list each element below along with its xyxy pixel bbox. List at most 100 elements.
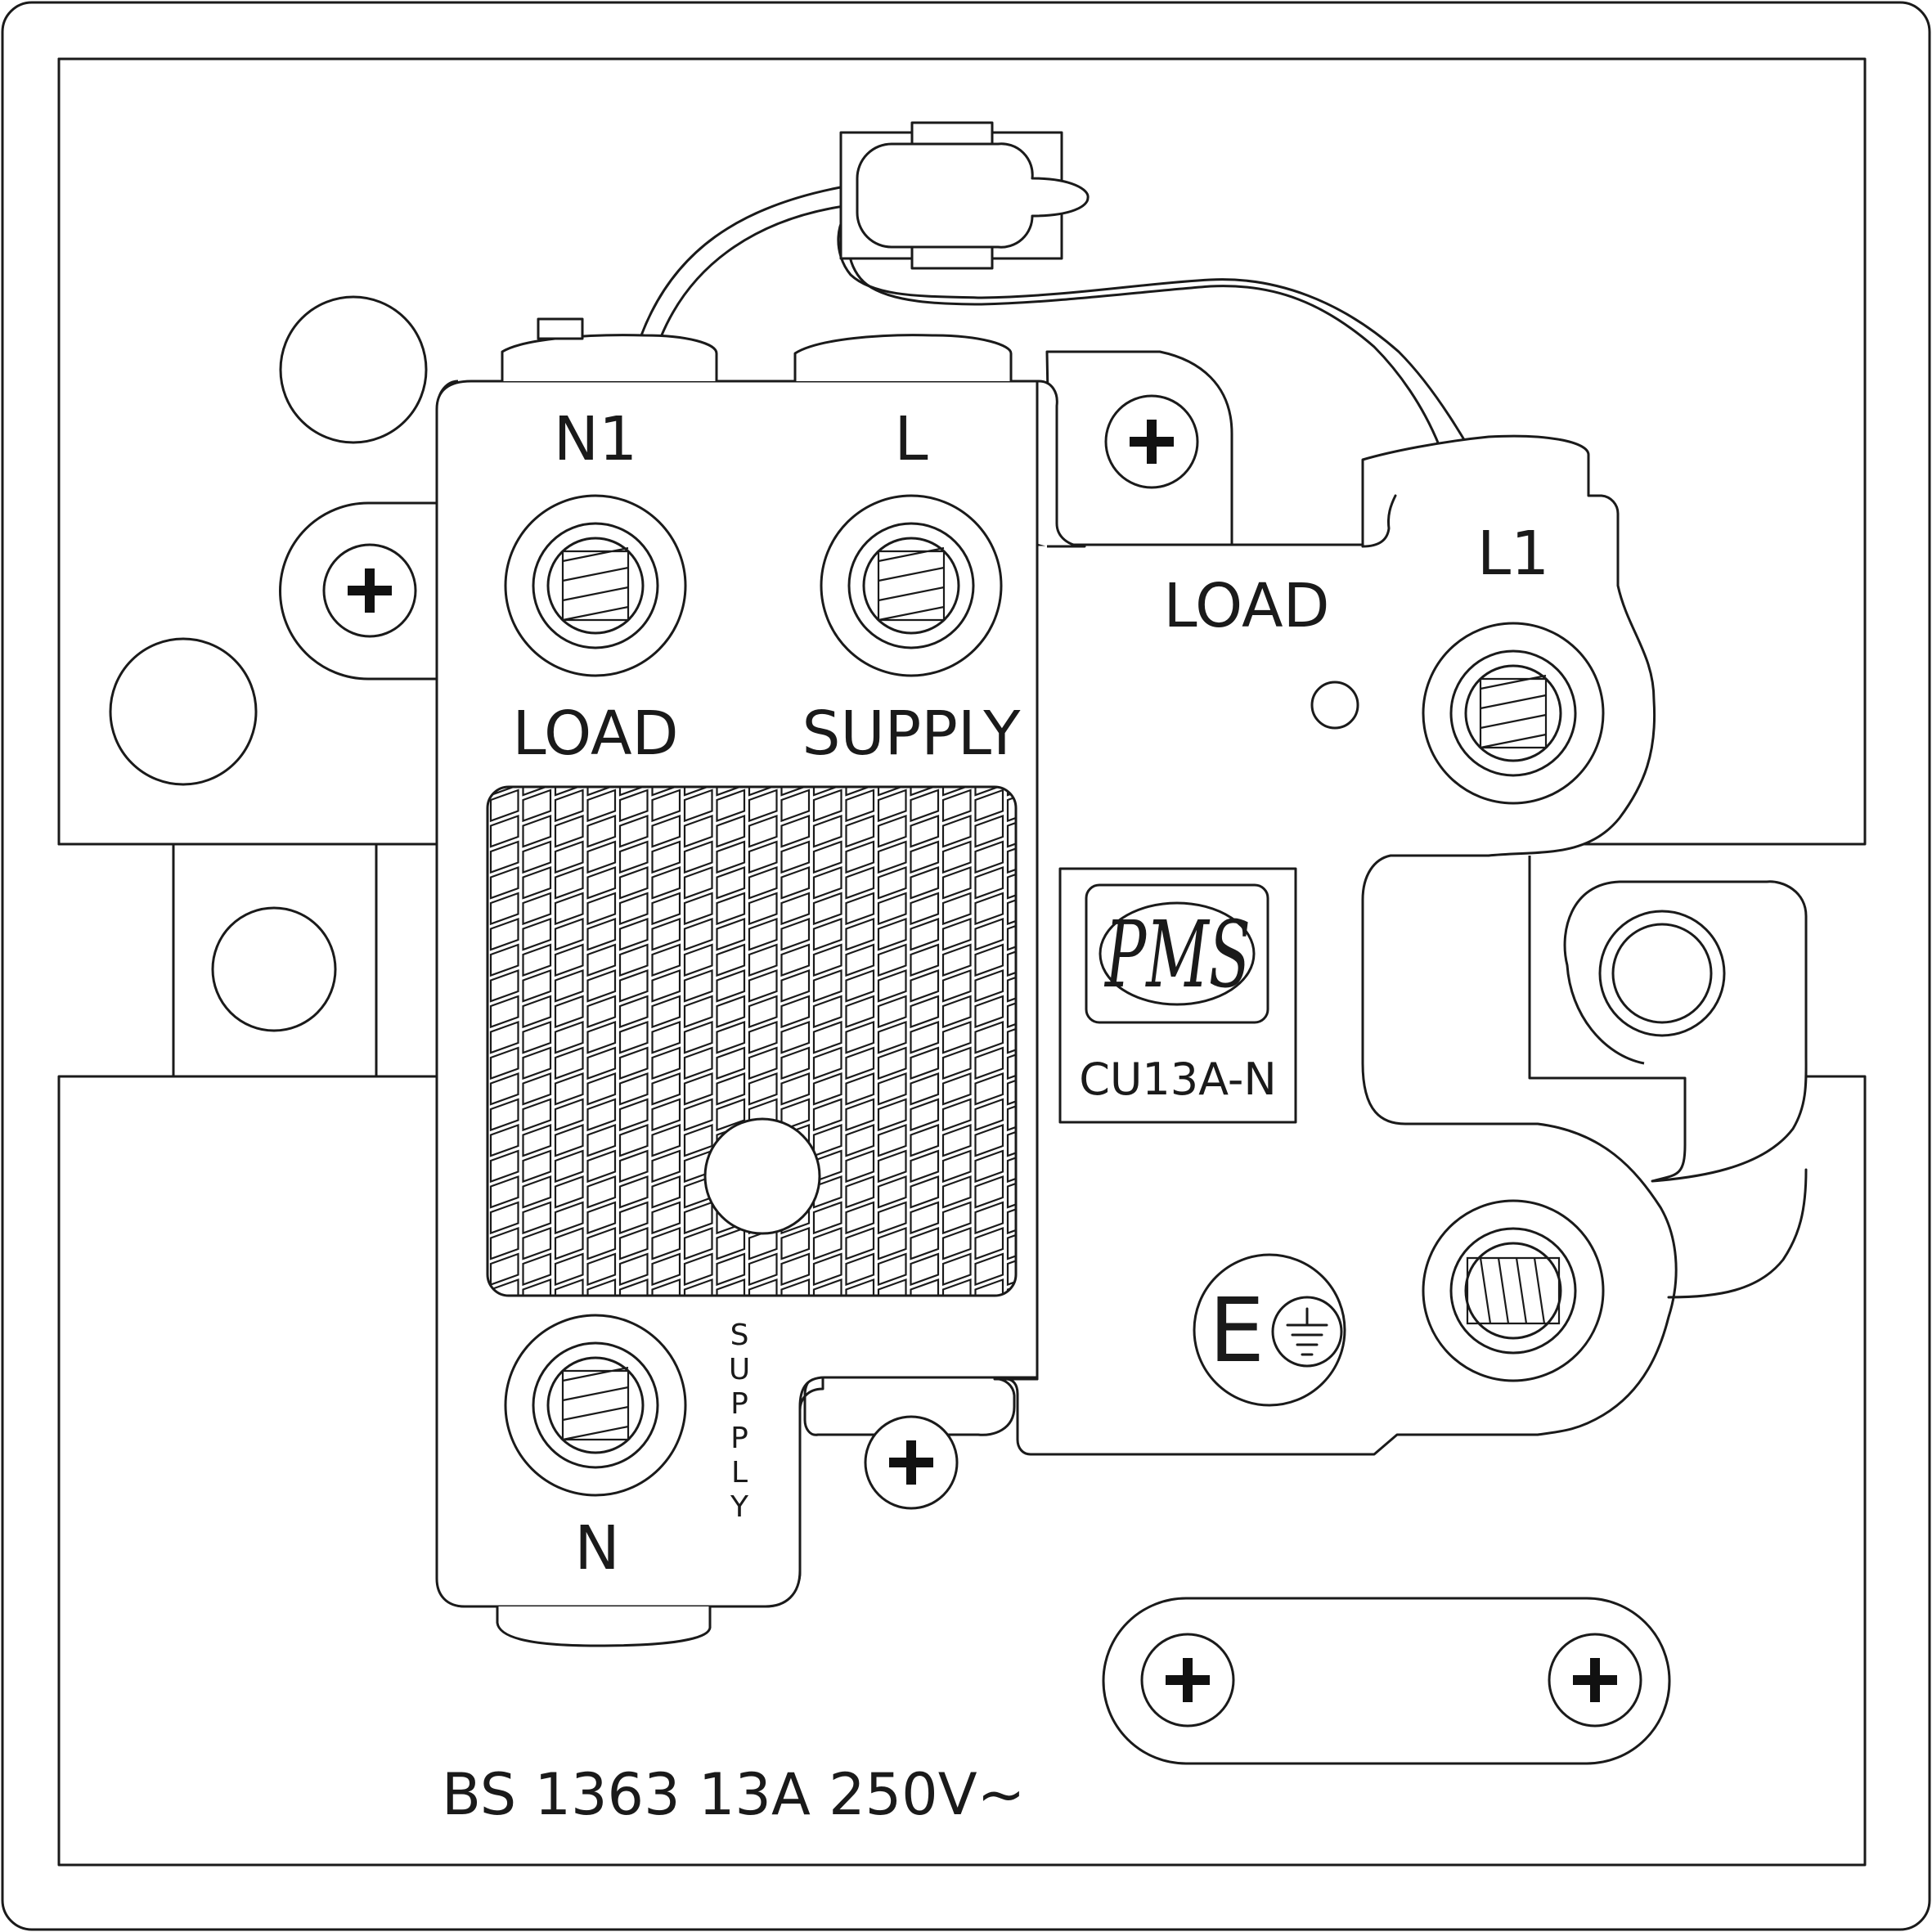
mesh-cell <box>1006 892 1016 926</box>
mesh-cell <box>748 968 778 1003</box>
mesh-cell <box>1006 1046 1016 1081</box>
mesh-cell <box>877 814 907 848</box>
mesh-cell <box>974 1252 1004 1287</box>
mesh-cell <box>845 1175 875 1209</box>
mesh-cell <box>748 1046 778 1081</box>
fixing-hole <box>211 906 337 1032</box>
mesh-cell <box>748 1252 778 1287</box>
mesh-cell <box>683 1123 713 1157</box>
mesh-cell <box>1006 968 1016 1003</box>
mesh-cell <box>812 1098 842 1132</box>
mesh-cell <box>974 814 1004 848</box>
mesh-cell <box>780 995 811 1029</box>
mesh-cell <box>554 840 584 874</box>
mesh-cell <box>780 943 811 977</box>
mesh-cell <box>910 789 940 823</box>
mesh-cell <box>877 1278 907 1296</box>
mesh-cell <box>941 995 972 1029</box>
mesh-cell <box>683 789 713 823</box>
mesh-cell <box>716 1046 746 1081</box>
mesh-cell <box>618 1252 649 1287</box>
mesh-cell <box>489 1149 519 1184</box>
mesh-cell <box>554 1278 584 1296</box>
mesh-cell <box>522 917 552 951</box>
mesh-cell <box>910 1072 940 1106</box>
model-number: CU13A-N <box>1079 1054 1277 1105</box>
mesh-cell <box>910 943 940 977</box>
mesh-cell <box>812 865 842 900</box>
mesh-cell <box>522 995 552 1029</box>
mesh-cell <box>941 968 972 1003</box>
mesh-cell <box>716 943 746 977</box>
mesh-cell <box>941 840 972 874</box>
mesh-cell <box>586 840 617 874</box>
mesh-cell <box>910 1226 940 1260</box>
mesh-cell <box>683 917 713 951</box>
mesh-cell <box>845 1098 875 1132</box>
mesh-cell <box>716 917 746 951</box>
mesh-cell <box>780 1226 811 1260</box>
earth-ground-icon <box>1271 1296 1343 1368</box>
mesh-cell <box>910 1149 940 1184</box>
mesh-cell <box>877 995 907 1029</box>
mesh-cell <box>554 1201 584 1235</box>
mesh-cell <box>1006 1072 1016 1106</box>
mesh-cell <box>522 1149 552 1184</box>
mesh-cell <box>618 1278 649 1296</box>
mesh-cell <box>1006 1123 1016 1157</box>
mesh-cell <box>716 814 746 848</box>
mesh-cell <box>618 968 649 1003</box>
mesh-cell <box>941 789 972 823</box>
mesh-cell <box>522 1123 552 1157</box>
mesh-cell <box>586 1252 617 1287</box>
mesh-cell <box>974 789 1004 823</box>
mesh-cell <box>941 943 972 977</box>
mesh-cell <box>974 1098 1004 1132</box>
mesh-cell <box>941 1123 972 1157</box>
mesh-cell <box>910 814 940 848</box>
terminal-l1 <box>1422 622 1605 805</box>
mesh-cell <box>780 789 811 823</box>
mesh-cell <box>618 1046 649 1081</box>
mesh-cell <box>780 1252 811 1287</box>
mesh-cell <box>780 1278 811 1296</box>
mesh-cell <box>941 865 972 900</box>
mesh-cell <box>845 1072 875 1106</box>
mesh-cell <box>780 1046 811 1081</box>
fixing-hole <box>279 295 428 444</box>
mesh-cell <box>877 1098 907 1132</box>
mesh-cell <box>618 1226 649 1260</box>
mesh-cell <box>683 840 713 874</box>
terminal-l-label: L <box>894 404 928 474</box>
mesh-cell <box>974 995 1004 1029</box>
mesh-cell <box>522 1175 552 1209</box>
mesh-cell <box>941 1252 972 1287</box>
mesh-cell <box>877 1020 907 1054</box>
terminal-n <box>504 1314 687 1497</box>
mesh-cell <box>586 865 617 900</box>
mesh-cell <box>651 1201 681 1235</box>
mesh-cell <box>974 865 1004 900</box>
mesh-cell <box>877 1149 907 1184</box>
mesh-cell <box>748 1278 778 1296</box>
mesh-cell <box>683 943 713 977</box>
mesh-cell <box>554 789 584 823</box>
grille-hole <box>703 1117 821 1235</box>
mesh-cell <box>748 1072 778 1106</box>
mesh-cell <box>522 1226 552 1260</box>
mesh-cell <box>716 1020 746 1054</box>
terminal-l1-function: LOAD <box>1163 571 1329 641</box>
mesh-cell <box>974 892 1004 926</box>
mesh-cell <box>618 1123 649 1157</box>
mesh-cell <box>489 1278 519 1296</box>
mesh-cell <box>941 1175 972 1209</box>
mesh-cell <box>489 1098 519 1132</box>
terminal-n1 <box>504 494 687 677</box>
mesh-cell <box>651 1226 681 1260</box>
mesh-cell <box>489 1226 519 1260</box>
mesh-cell <box>586 1123 617 1157</box>
mesh-cell <box>618 1201 649 1235</box>
mesh-cell <box>522 1072 552 1106</box>
mesh-cell <box>877 1201 907 1235</box>
